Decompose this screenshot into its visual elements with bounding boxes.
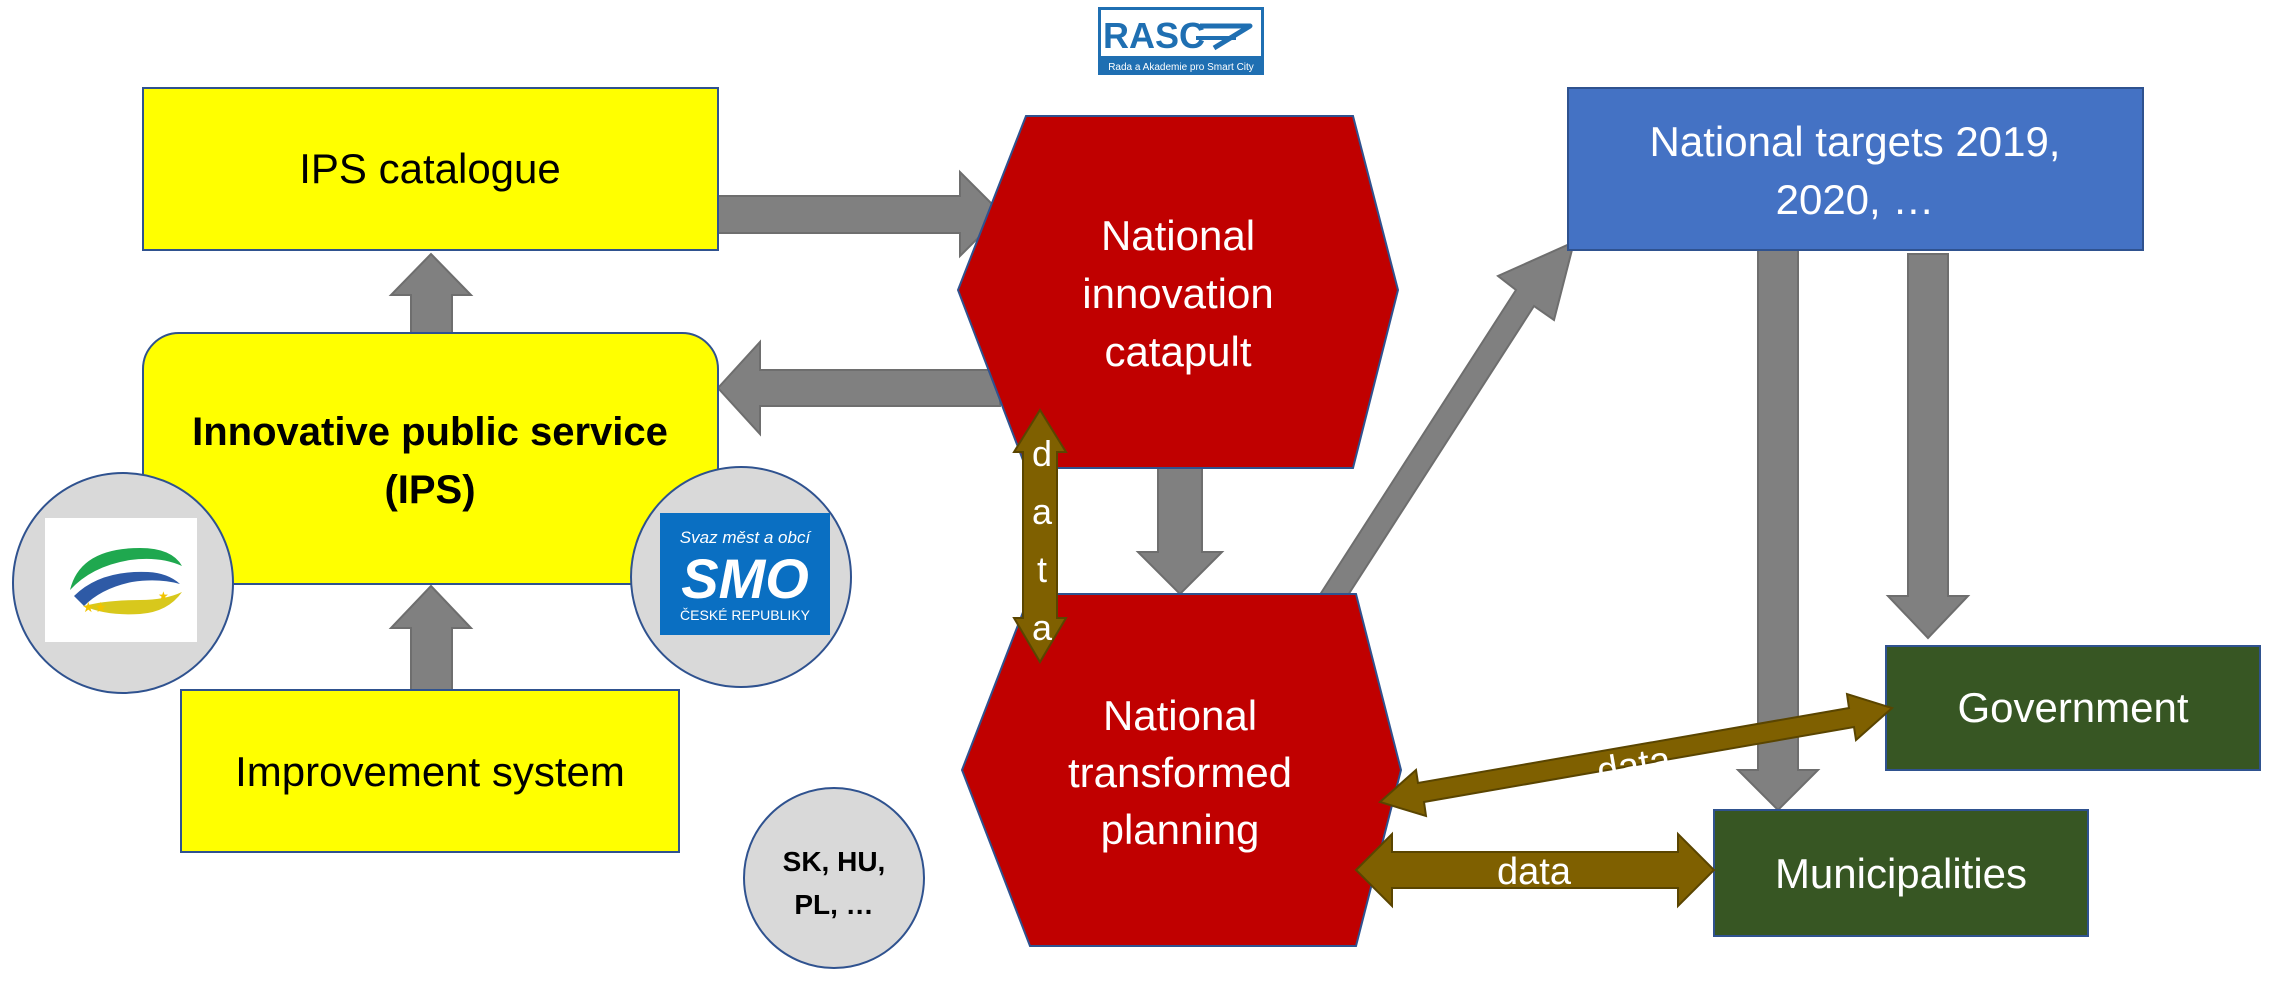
flow-arrows (388, 169, 1971, 812)
svg-text:★★: ★★ (82, 599, 107, 615)
municipalities-label: Municipalities (1775, 850, 2027, 897)
national-targets-line2: 2020, … (1776, 176, 1935, 223)
arrow-targets-to-municipalities (1735, 249, 1821, 812)
countries-circle: SK, HU, PL, … (743, 787, 925, 969)
countries-line2: PL, … (794, 889, 873, 920)
government-label: Government (1957, 684, 2188, 731)
data-letter: a (1032, 607, 1053, 648)
data-arrow-government (1378, 692, 1894, 818)
ips-catalogue-box: IPS catalogue (142, 87, 719, 251)
planning-label-line3: planning (1101, 806, 1260, 853)
catapult-label-line1: National (1101, 212, 1255, 259)
arrow-targets-to-government (1885, 253, 1971, 640)
data-letter: a (1032, 491, 1053, 532)
arrow-swoosh-icon (1196, 23, 1253, 51)
improvement-system-box: Improvement system (180, 689, 680, 853)
catapult-hexagon: National innovation catapult (956, 115, 1400, 469)
planning-label-line2: transformed (1068, 749, 1292, 796)
arrow-catapult-to-planning (1135, 467, 1225, 596)
data-letter: d (1032, 433, 1052, 474)
data-arrows (1012, 408, 1894, 909)
eu-operational-programme-icon: ★★ ★ (70, 548, 182, 615)
rasc-logo-sub: Rada a Akademie pro Smart City (1108, 62, 1254, 73)
rasc-logo-main: RASC (1103, 15, 1205, 56)
national-targets-box: National targets 2019, 2020, … (1567, 87, 2144, 251)
smo-line2: ČESKÉ REPUBLIKY (680, 607, 811, 623)
data-municipalities-label: data (1497, 851, 1572, 893)
arrow-ips-to-catalogue (388, 252, 474, 335)
ips-box: Innovative public service (IPS) (142, 332, 719, 585)
improvement-system-label: Improvement system (235, 748, 625, 795)
smo-logo-circle: Svaz měst a obcí SMO ČESKÉ REPUBLIKY (630, 466, 852, 688)
data-vertical-label: d a t a (1032, 433, 1053, 648)
arrow-catalogue-to-catapult (717, 169, 1004, 259)
catapult-label-line2: innovation (1082, 270, 1273, 317)
data-government-label: data (1594, 739, 1675, 793)
ips-catalogue-label: IPS catalogue (299, 145, 561, 192)
smo-main: SMO (681, 547, 809, 610)
ips-label-line2: (IPS) (384, 468, 475, 512)
ips-label-line1: Innovative public service (192, 410, 668, 454)
arrow-improvement-to-ips (388, 584, 474, 691)
data-arrow-municipalities (1354, 831, 1716, 909)
municipalities-box: Municipalities (1713, 809, 2089, 937)
national-targets-line1: National targets 2019, (1650, 118, 2061, 165)
government-box: Government (1885, 645, 2261, 771)
eu-logo-circle: ★★ ★ (12, 472, 234, 694)
planning-hexagon: National transformed planning (960, 593, 1403, 947)
arrow-catapult-to-ips (716, 339, 1001, 437)
svg-text:★: ★ (158, 589, 169, 603)
rasc-logo: RASC Rada a Akademie pro Smart City (1098, 7, 1264, 75)
countries-line1: SK, HU, (783, 846, 886, 877)
planning-label-line1: National (1103, 692, 1257, 739)
data-arrow-vertical (1012, 408, 1068, 664)
catapult-label-line3: catapult (1104, 328, 1251, 375)
smo-line1: Svaz měst a obcí (680, 528, 813, 547)
data-letter: t (1037, 549, 1047, 590)
